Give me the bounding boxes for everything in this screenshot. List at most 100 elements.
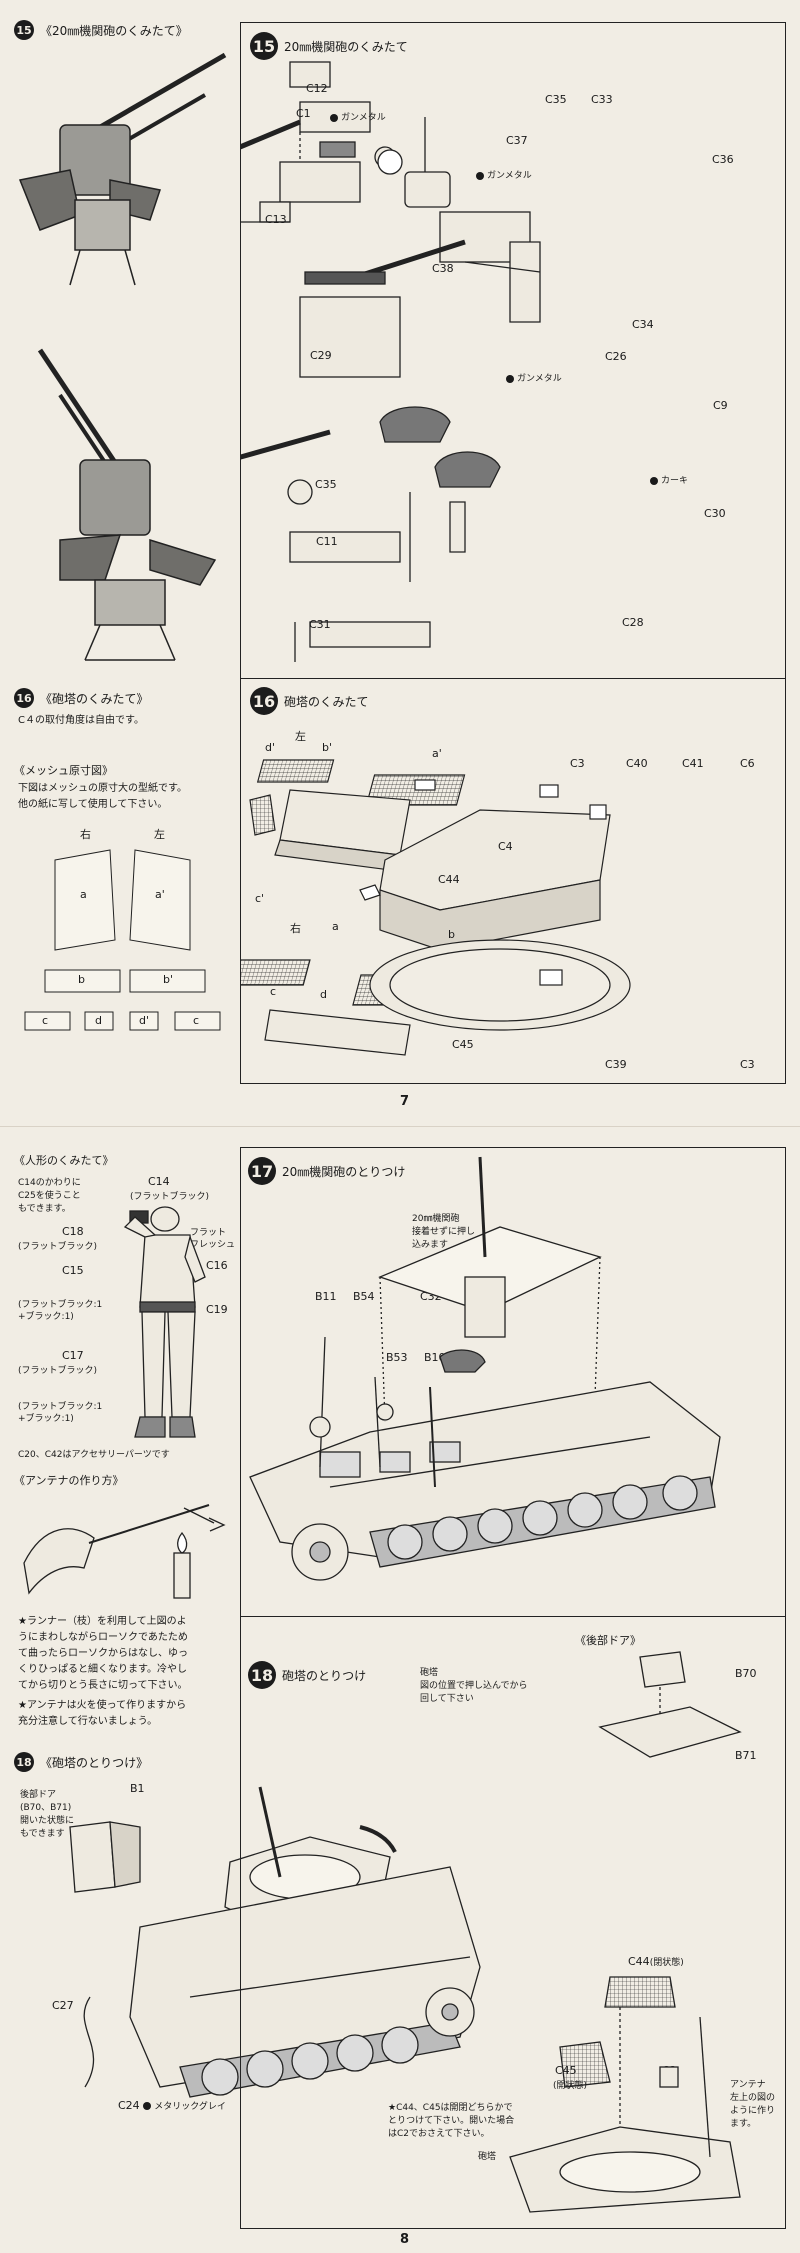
step-18-left-title: 《砲塔のとりつけ》 [40, 1755, 149, 1770]
label-C40: C40 [626, 757, 648, 770]
turret-note-line1: 砲塔 [420, 1668, 439, 1678]
step-16-title: 砲塔のくみたて [284, 694, 369, 709]
mesh-template-note-line1: 下図はメッシュの原寸大の型紙です。 [18, 783, 187, 794]
label-C45: C45 [452, 1038, 474, 1051]
gunmetal-dot-icon [476, 171, 484, 180]
label-flatblack-1: (フラットブラック) [130, 1192, 210, 1202]
step-15-heading: 15 20㎜機関砲のくみたて [250, 32, 408, 60]
label-C39: C39 [605, 1058, 627, 1071]
label-C1: C1 [296, 107, 311, 120]
label-right-16: 右 [290, 922, 301, 935]
label-C18: C18 [62, 1225, 84, 1238]
step-18-left-heading: 18 《砲塔のとりつけ》 [14, 1752, 148, 1772]
step-18-title: 砲塔のとりつけ [282, 1668, 367, 1683]
gunmetal-dot-icon [506, 374, 514, 383]
label-C3-top: C3 [570, 757, 585, 770]
label-C11: C11 [316, 535, 338, 548]
label-C6: C6 [740, 757, 755, 770]
step-17-circle: 17 [248, 1157, 276, 1185]
step-15-title: 20㎜機関砲のくみたて [284, 39, 408, 54]
label-C37: C37 [506, 134, 528, 147]
label-turret: 砲塔 [478, 2152, 497, 2162]
step-15-left-title: 《20㎜機関砲のくみたて》 [40, 23, 188, 38]
antenna-note-line1: ★ランナー（枝）を利用して上図のよ [18, 1616, 187, 1627]
accessory-note: C20、C42はアクセサリーパーツです [18, 1450, 170, 1460]
c14-note-line1: C14のかわりに [18, 1178, 81, 1188]
label-C16: C16 [206, 1259, 228, 1272]
label-c: c [270, 985, 277, 998]
label-C17: C17 [62, 1349, 84, 1362]
c44-c45-note-line1: ★C44、C45は開閉どちらかで [388, 2103, 513, 2113]
khaki-dot-icon [650, 476, 658, 485]
rear-door-diagram [598, 1651, 742, 1758]
step-16-heading: 16 砲塔のくみたて [250, 687, 368, 715]
rear-door-note-line4: もできます [20, 1829, 65, 1839]
label-C38: C38 [432, 262, 454, 275]
label-C13: C13 [265, 213, 287, 226]
label-C44-closed: C44(閉状態) [628, 1955, 684, 1968]
rear-door-title: 《後部ドア》 [575, 1634, 641, 1647]
step-16-badge: 16 [14, 688, 34, 708]
label-C27: C27 [52, 1999, 74, 2012]
label-mix-2-line2: +ブラック:1) [18, 1414, 74, 1424]
label-C19: C19 [206, 1303, 228, 1316]
label-mix-1-line1: (フラットブラック:1 [18, 1300, 103, 1310]
label-B1: B1 [130, 1782, 145, 1795]
label-C12: C12 [306, 82, 328, 95]
mesh-a: a [80, 888, 87, 901]
mesh-right-label: 右 [80, 828, 91, 841]
mesh-d-prime: d' [139, 1014, 150, 1027]
label-B70: B70 [735, 1667, 757, 1680]
label-d: d [320, 988, 327, 1001]
c14-note-line3: もできます。 [18, 1204, 71, 1214]
antenna-note-line5: てから切りとう長さに切って下さい。 [18, 1680, 188, 1691]
gun-note-line2: 接着せずに押し [412, 1227, 476, 1237]
antenna-note-line4: くりひっぱると細くなります。冷やし [18, 1664, 187, 1675]
label-flatblack-2: (フラットブラック) [18, 1242, 98, 1252]
rear-door-note-line2: (B70、B71) [20, 1803, 72, 1813]
label-C30: C30 [704, 507, 726, 520]
gun-note-line1: 20㎜機関砲 [412, 1214, 460, 1224]
halftrack-gun-mount-diagram [249, 1156, 721, 1581]
label-C26: C26 [605, 350, 627, 363]
antenna-candle-illustration [23, 1504, 226, 1599]
antenna-note-line7: 充分注意して行ないましょう。 [18, 1716, 158, 1727]
label-C14: C14 [148, 1175, 170, 1188]
mesh-c-right: c [193, 1014, 200, 1027]
step-18-badge: 18 [14, 1752, 34, 1772]
step-16-left-heading: 16 《砲塔のくみたて》 [14, 688, 148, 708]
label-C44: C44 [438, 873, 460, 886]
label-B11: B11 [315, 1290, 337, 1303]
antenna-howto-title: 《アンテナの作り方》 [14, 1474, 124, 1487]
c44-c45-note-line2: とりつけて下さい。開いた場合 [388, 2116, 515, 2126]
label-left-16: 左 [295, 730, 306, 743]
page-8: 《人形のくみたて》 C14 (フラットブラック) C14のかわりに C25を使う… [0, 1127, 800, 2253]
turret-exploded-diagram [240, 759, 631, 1056]
mesh-template-title: 《メッシュ原寸図》 [14, 764, 113, 777]
metallic-gray-dot-icon [143, 2102, 152, 2110]
rear-door-note-line3: 開いた状態に [20, 1816, 75, 1826]
step-15-badge: 15 [14, 20, 34, 40]
label-B71: B71 [735, 1749, 757, 1762]
figure-assembly-title: 《人形のくみたて》 [14, 1154, 114, 1167]
label-C9: C9 [713, 399, 728, 412]
panel-divider [241, 1616, 785, 1617]
step-16-left-title: 《砲塔のくみたて》 [40, 691, 149, 706]
label-d-prime: d' [265, 741, 276, 754]
label-gunmetal-2: ガンメタル [476, 168, 532, 181]
turret-note-line3: 回して下さい [420, 1694, 474, 1704]
label-a: a [332, 920, 339, 933]
step-17-title: 20㎜機関砲のとりつけ [282, 1164, 406, 1179]
label-C4: C4 [498, 840, 513, 853]
label-C35-top: C35 [545, 93, 567, 106]
step-18-circle: 18 [248, 1661, 276, 1689]
label-C24: C24 メタリックグレイ [118, 2099, 226, 2112]
mesh-left-label: 左 [154, 828, 165, 841]
page-number-8: 8 [400, 2232, 410, 2247]
label-B10: B10 [424, 1351, 446, 1364]
step-16-circle: 16 [250, 687, 278, 715]
page-7: 15 《20㎜機関砲のくみたて》 16 《砲塔のくみたて》 C４の取 [0, 0, 800, 1126]
label-gunmetal-1: ガンメタル [330, 110, 386, 123]
label-C31: C31 [309, 618, 331, 631]
step-17-heading: 17 20㎜機関砲のとりつけ [248, 1157, 405, 1185]
